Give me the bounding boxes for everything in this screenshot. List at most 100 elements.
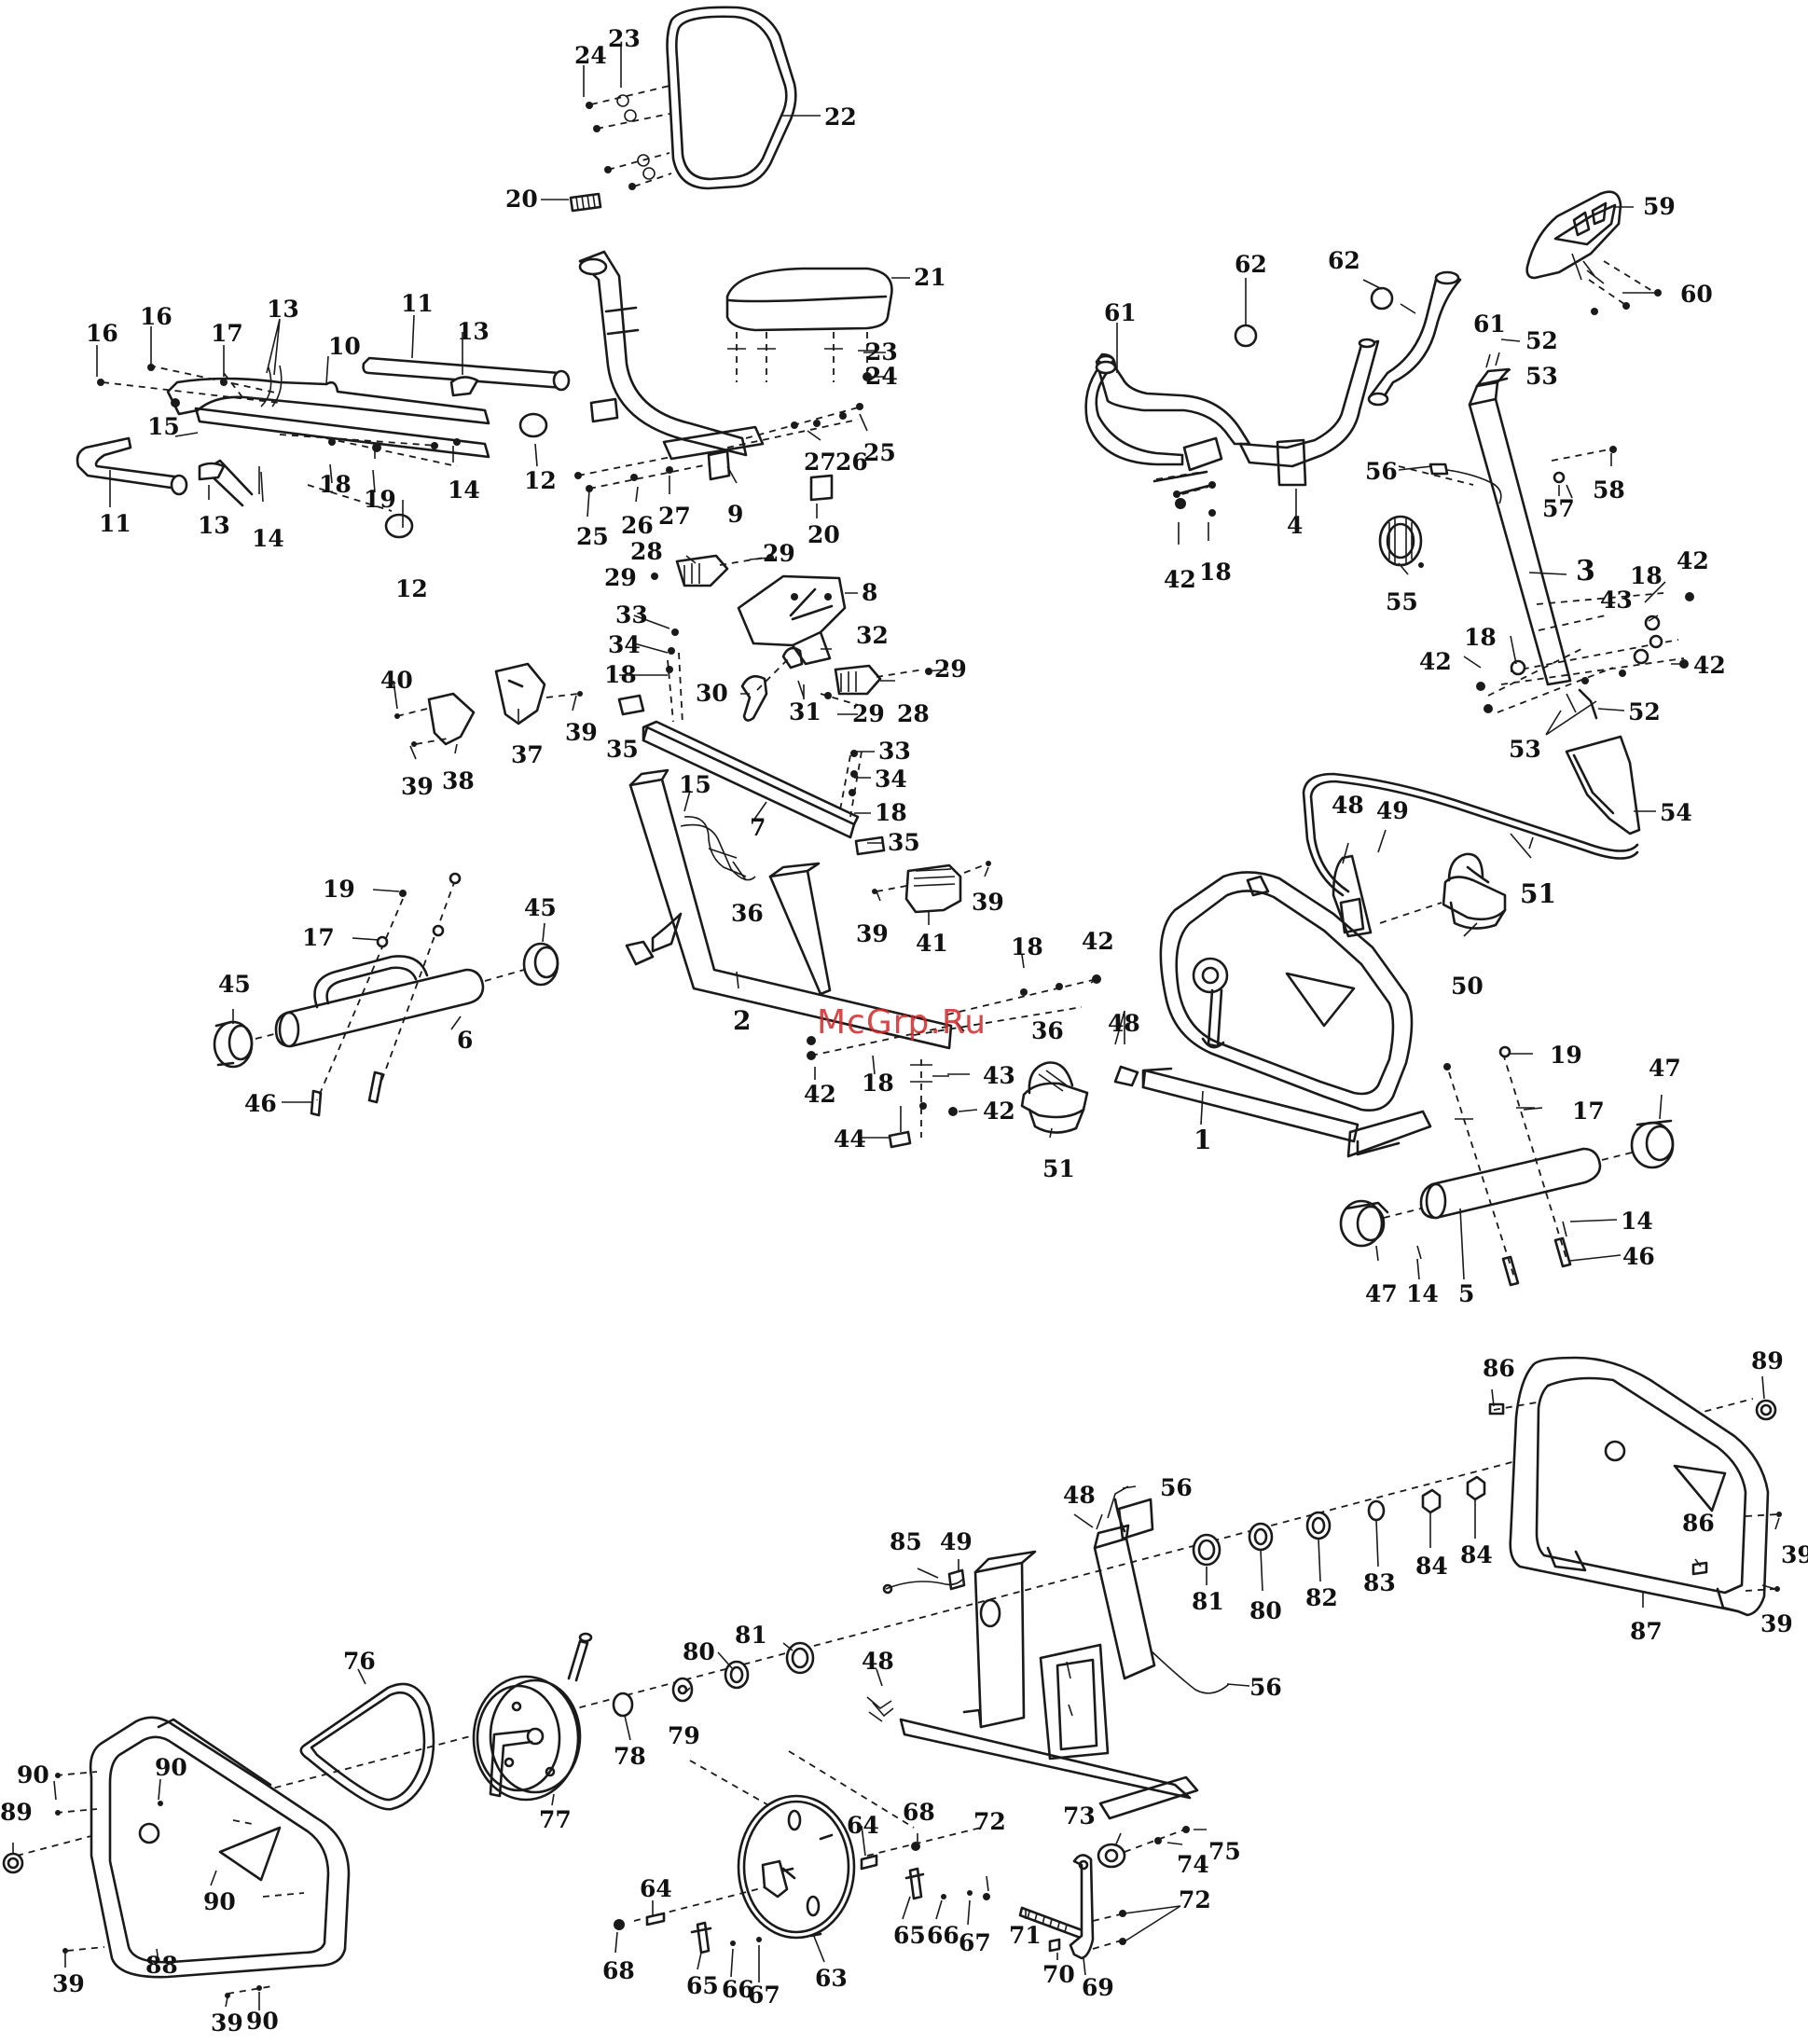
part-main-upright	[1398, 352, 1664, 686]
part-grip-61-right	[1367, 270, 1462, 407]
callout-49: 49	[940, 1528, 973, 1555]
callout-15: 15	[679, 771, 711, 798]
callout-57: 57	[1542, 495, 1575, 522]
callout-26: 26	[835, 449, 868, 476]
callout-27: 27	[804, 449, 836, 476]
callout-20: 20	[807, 521, 840, 548]
part-flywheel-housing	[1159, 854, 1414, 1112]
callout-72: 72	[1179, 1886, 1211, 1913]
callout-84: 84	[1415, 1553, 1448, 1580]
callout-43: 43	[1600, 587, 1633, 614]
callout-15: 15	[147, 413, 180, 440]
callout-67: 67	[959, 1929, 991, 1956]
callout-87: 87	[1630, 1618, 1663, 1645]
part-backrest	[666, 6, 797, 190]
callout-66: 66	[722, 1976, 754, 2003]
callout-9: 9	[727, 501, 743, 528]
part-base-frame	[1113, 1065, 1432, 1158]
callout-18: 18	[862, 1070, 894, 1097]
callout-89: 89	[0, 1799, 33, 1826]
callout-22: 22	[824, 104, 857, 131]
callout-40: 40	[380, 667, 413, 694]
callout-61: 61	[1473, 311, 1506, 338]
callout-19: 19	[1550, 1042, 1582, 1069]
part-wire-36	[683, 816, 747, 877]
callout-69: 69	[1082, 1974, 1114, 2001]
callout-72: 72	[973, 1808, 1006, 1835]
callout-42: 42	[1419, 648, 1452, 675]
callout-38: 38	[442, 767, 475, 794]
callout-37: 37	[511, 741, 544, 768]
part-console	[1525, 190, 1662, 315]
callout-27: 27	[658, 503, 691, 530]
callout-36: 36	[1031, 1017, 1064, 1044]
callout-42: 42	[1082, 928, 1114, 955]
callout-77: 77	[539, 1806, 572, 1833]
callout-52: 52	[1525, 327, 1558, 354]
callout-54: 54	[1660, 799, 1692, 826]
callout-45: 45	[218, 971, 251, 998]
callout-39: 39	[972, 889, 1004, 916]
callout-90: 90	[17, 1761, 49, 1788]
callout-23: 23	[865, 338, 898, 366]
callout-19: 19	[364, 486, 396, 513]
callout-84: 84	[1460, 1541, 1493, 1568]
leader-lines	[12, 45, 1780, 2010]
callout-21: 21	[914, 264, 946, 291]
callout-90: 90	[203, 1888, 236, 1915]
callout-39: 39	[211, 2009, 243, 2037]
callout-42: 42	[1677, 547, 1709, 574]
part-rollers-28	[651, 554, 932, 706]
flywheel-hardware	[614, 1827, 982, 1954]
callout-18: 18	[1199, 559, 1232, 586]
watermark: McGrp.Ru	[817, 1003, 987, 1042]
part-pedal-50	[1379, 852, 1507, 930]
callout-48: 48	[1332, 792, 1364, 819]
callout-56: 56	[1249, 1674, 1282, 1701]
callout-73: 73	[1063, 1802, 1096, 1830]
callout-74: 74	[1177, 1851, 1209, 1878]
callout-49: 49	[1376, 797, 1409, 824]
callout-51: 51	[1520, 878, 1556, 909]
seat-frame-bolts	[574, 403, 863, 502]
callout-12: 12	[395, 575, 428, 602]
callout-18: 18	[319, 471, 352, 498]
callout-17: 17	[1572, 1098, 1605, 1125]
callout-82: 82	[1305, 1584, 1338, 1611]
callout-labels: 24 23 22 20 21 23 24 16 16 17 13 10 11 1…	[0, 25, 1808, 2037]
callout-4: 4	[1287, 512, 1303, 539]
callout-83: 83	[1363, 1569, 1396, 1596]
callout-42: 42	[983, 1098, 1015, 1125]
part-pulley	[472, 1632, 593, 1802]
callout-30: 30	[696, 680, 728, 707]
callout-46: 46	[1622, 1243, 1655, 1270]
callout-42: 42	[804, 1081, 836, 1108]
callout-25: 25	[576, 523, 609, 550]
part-left-cover	[89, 1716, 351, 1979]
callout-86: 86	[1682, 1510, 1715, 1537]
backrest-screws	[586, 85, 672, 190]
part-knob-30	[740, 646, 805, 722]
callout-48: 48	[862, 1648, 894, 1675]
part-pedal-51	[1020, 1061, 1089, 1134]
callout-89: 89	[1751, 1347, 1784, 1374]
part-tensioner	[983, 1826, 1191, 1960]
callout-18: 18	[875, 799, 907, 826]
callout-23: 23	[608, 25, 641, 52]
callout-41: 41	[916, 930, 948, 957]
part-cable-51	[1302, 772, 1639, 897]
callout-66: 66	[927, 1922, 959, 1949]
part-spring-20	[569, 192, 602, 213]
callout-67: 67	[748, 1982, 780, 2009]
callout-58: 58	[1593, 476, 1625, 504]
part-grip-61-left	[1084, 360, 1184, 466]
callout-14: 14	[448, 476, 480, 504]
callout-45: 45	[524, 894, 557, 921]
callout-16: 16	[86, 320, 118, 347]
part-bracket-41	[872, 861, 991, 914]
part-stabilizer-front	[213, 872, 559, 1117]
callout-52: 52	[1628, 698, 1661, 725]
callout-75: 75	[1208, 1838, 1241, 1865]
callout-14: 14	[252, 525, 284, 552]
